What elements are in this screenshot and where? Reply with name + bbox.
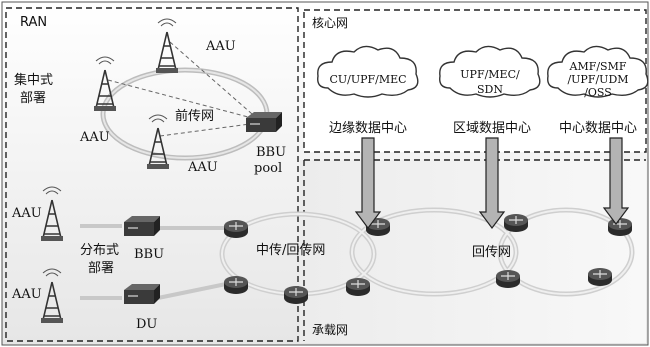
cloud-3-caption: 中心数据中心 <box>559 121 637 136</box>
router-icon <box>503 213 529 233</box>
cloud-3-line-3: /OSS <box>584 86 612 99</box>
router-icon <box>223 275 249 295</box>
router-icon <box>223 219 249 239</box>
aau-label: AAU <box>205 39 236 54</box>
core-title: 核心网 <box>312 16 348 30</box>
aau-label: AAU <box>11 206 42 221</box>
aau-label: AAU <box>79 130 110 145</box>
transport-title: 承载网 <box>312 323 348 337</box>
midhaul-backhaul-label: 中传/回传网 <box>256 243 325 258</box>
bbu-server-icon <box>124 284 160 304</box>
regional-dc-arrow <box>478 137 506 229</box>
router-icon <box>587 267 613 287</box>
cloud-2-caption: 区域数据中心 <box>453 121 531 136</box>
cloud-1-caption: 边缘数据中心 <box>329 121 407 136</box>
cloud-2-line-1: UPF/MEC/ <box>460 68 520 81</box>
du-label: DU <box>136 317 157 332</box>
router-icon <box>283 285 309 305</box>
backhaul-label: 回传网 <box>472 245 511 260</box>
ran-region <box>5 7 299 342</box>
bbu-server-icon <box>246 112 282 132</box>
bbu-label: BBU <box>134 247 164 262</box>
central-dc-arrow <box>602 137 630 225</box>
centralized-label-1: 集中式 <box>14 72 53 88</box>
centralized-label-2: 部署 <box>20 91 46 106</box>
aau-label: AAU <box>187 160 218 175</box>
bbu-pool-label-1: BBU <box>256 145 286 160</box>
distributed-label-1: 分布式 <box>80 243 119 258</box>
cloud-3-line-1: AMF/SMF <box>569 60 627 73</box>
router-icon <box>495 269 521 289</box>
bbu-server-icon <box>124 216 160 236</box>
ran-title: RAN <box>20 15 47 30</box>
cloud-3-line-2: /UPF/UDM <box>567 73 628 86</box>
bbu-pool-label-2: pool <box>254 161 282 176</box>
cloud-1-line-1: CU/UPF/MEC <box>329 73 406 86</box>
edge-dc-arrow <box>354 137 382 229</box>
router-icon <box>345 277 371 297</box>
cloud-2-line-2: SDN <box>477 83 503 96</box>
fronthaul-label: 前传网 <box>175 108 214 124</box>
aau-label: AAU <box>11 287 42 302</box>
router-icon <box>607 217 633 237</box>
transport-region <box>300 160 646 343</box>
distributed-label-2: 部署 <box>88 261 114 276</box>
